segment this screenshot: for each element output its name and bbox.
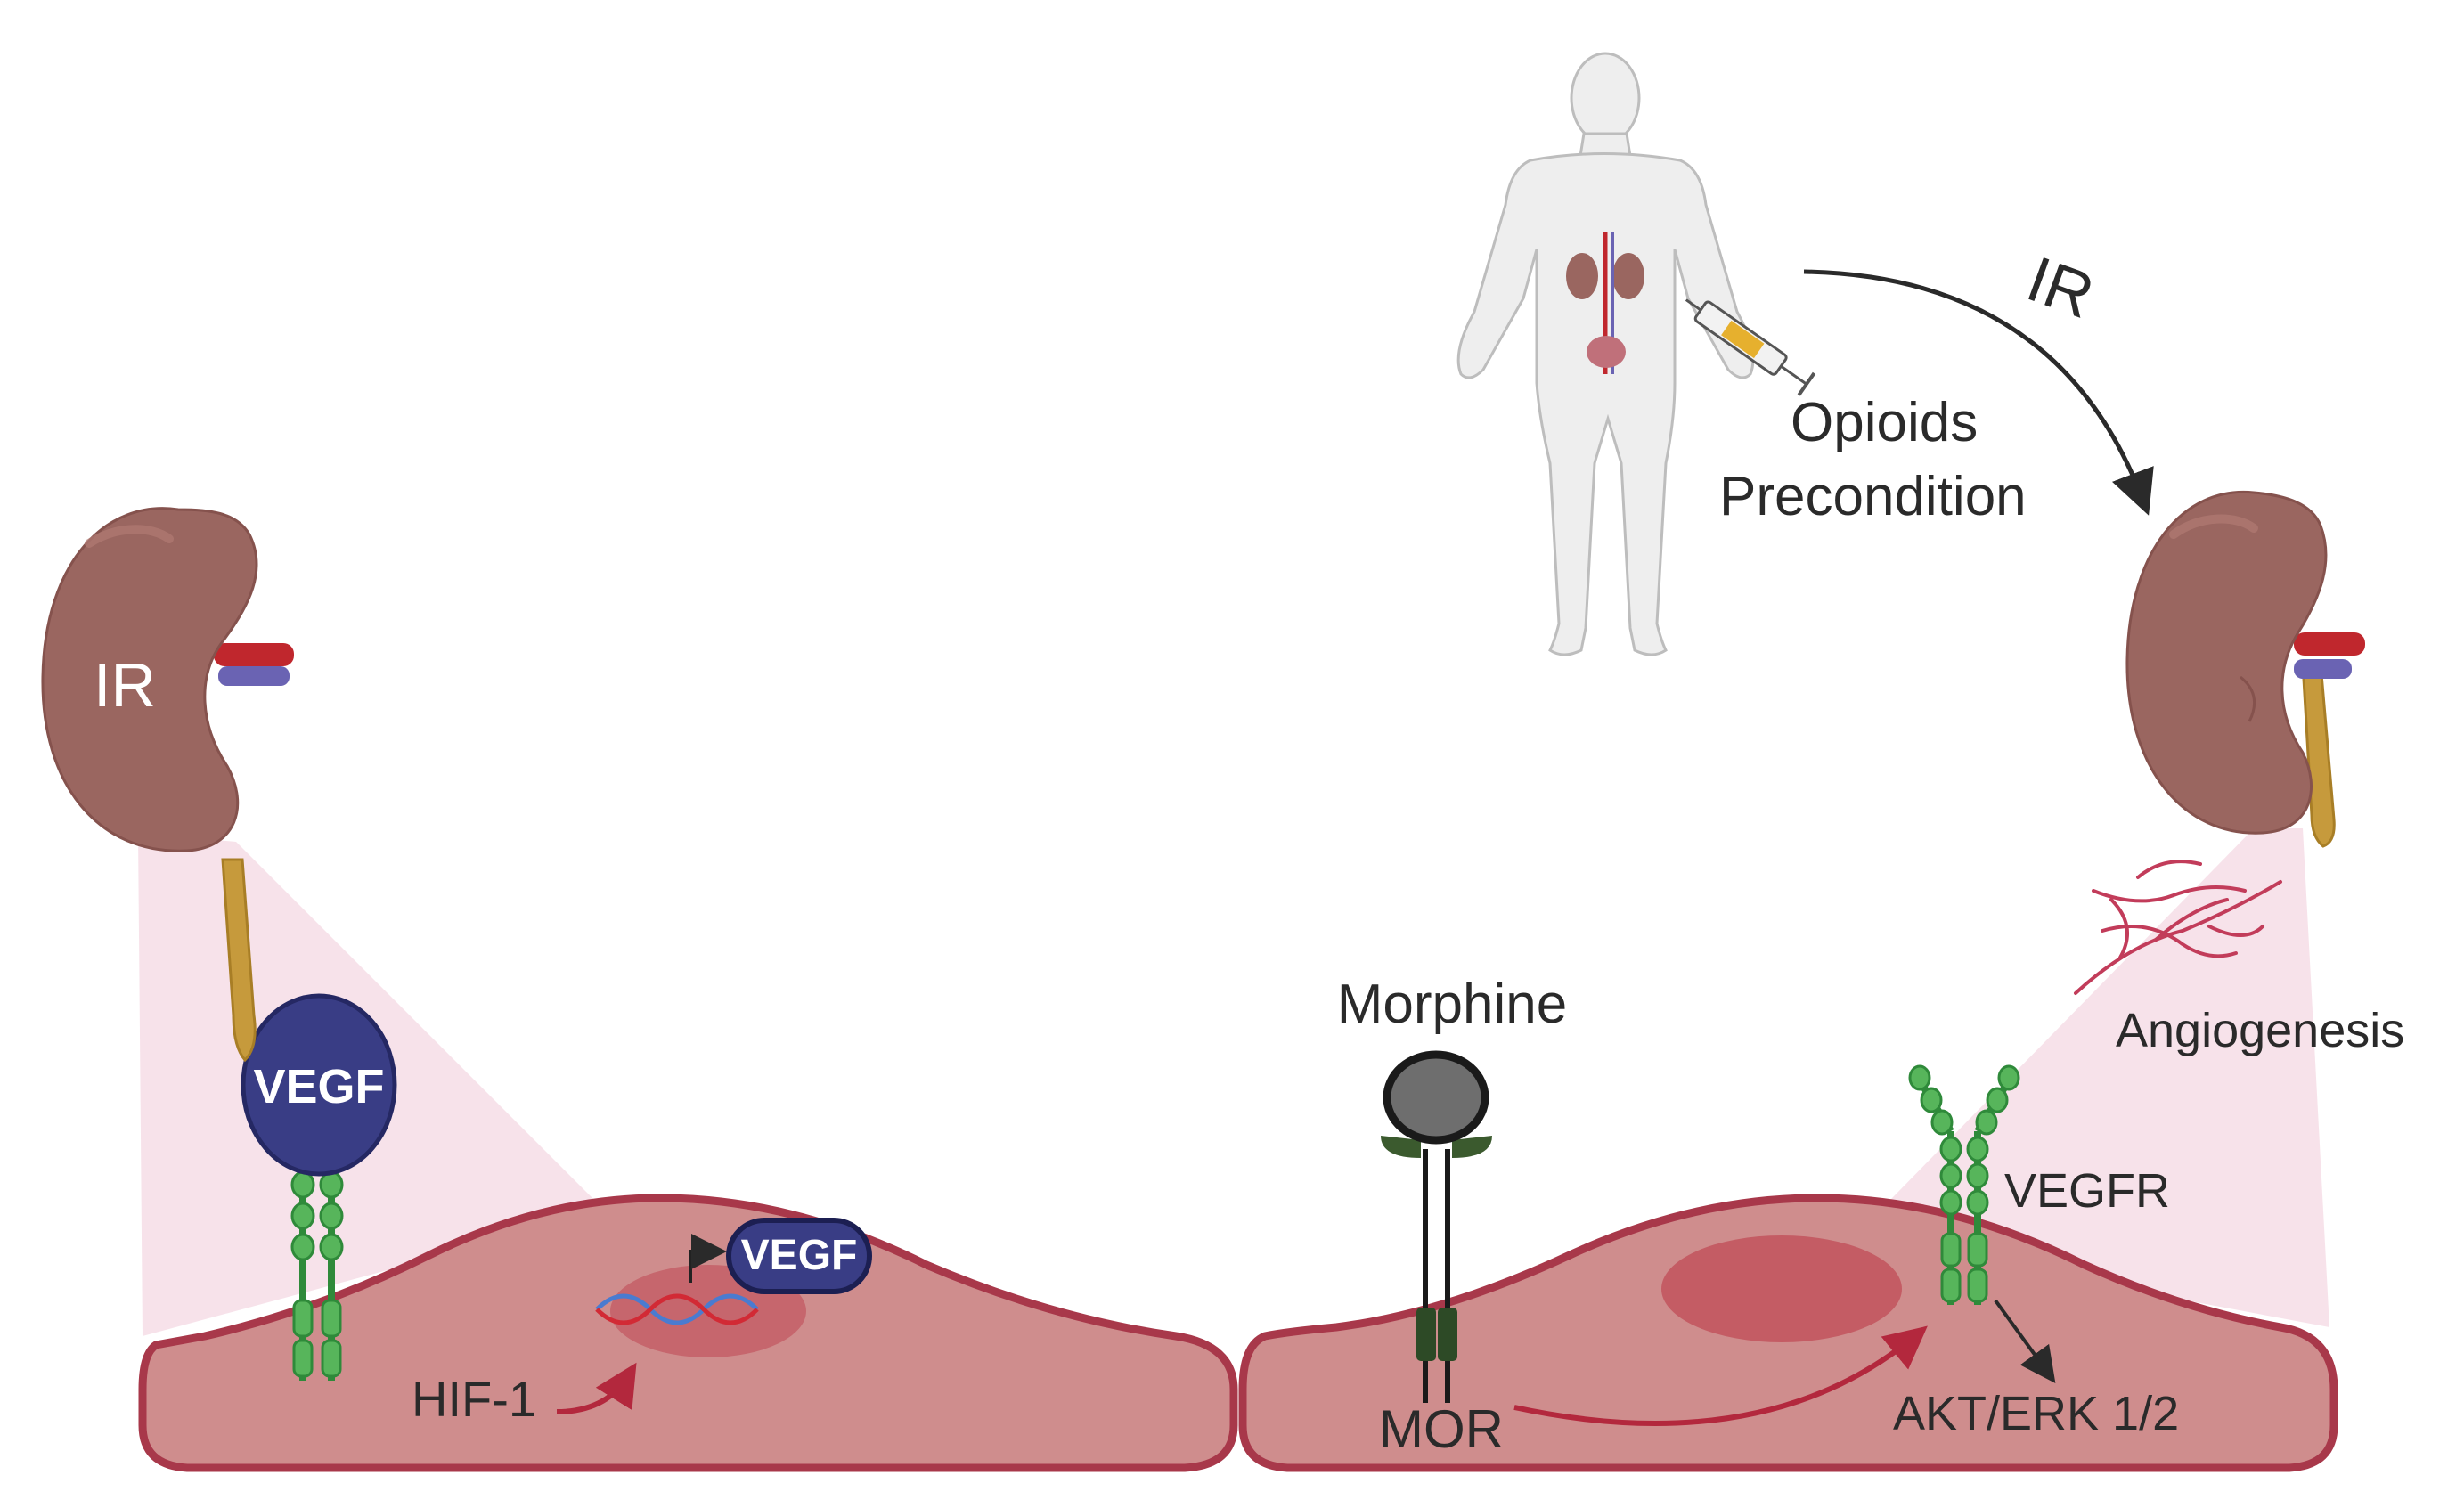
opioids-label: Opioids — [1791, 392, 1978, 453]
morphine-label: Morphine — [1337, 974, 1567, 1035]
vegf-ligand-label: VEGF — [253, 1060, 384, 1113]
precondition-label: Precondition — [1719, 466, 2027, 527]
body-organs — [1566, 232, 1644, 374]
hif1-arrow — [556, 1362, 637, 1414]
mor-to-nucleus-arrow — [1513, 1325, 1928, 1426]
mor-label: MOR — [1379, 1399, 1504, 1459]
vegfr-receptor — [1908, 1064, 2020, 1305]
ir-arrow-label: IR — [2018, 243, 2102, 332]
kidney-left-icon: IR — [41, 507, 294, 1063]
kidney-ir-label: IR — [94, 650, 156, 720]
human-body-icon — [1456, 52, 1755, 656]
hif1-label: HIF-1 — [412, 1371, 536, 1427]
vegfr-label: VEGFR — [2004, 1164, 2170, 1218]
mor-receptor — [1381, 1136, 1492, 1403]
vegfr-to-akt-arrow — [1994, 1299, 2056, 1383]
blood-vessels-icon — [2074, 860, 2282, 995]
vegf-nucleus-badge: VEGF — [726, 1218, 872, 1294]
vegf-nucleus-label: VEGF — [741, 1232, 858, 1279]
kidney-right-icon — [2125, 490, 2365, 848]
syringe-icon — [1685, 298, 1816, 396]
dna-helix-icon — [595, 1234, 759, 1325]
ir-curved-arrow — [1803, 269, 2154, 516]
akt-erk-label: AKT/ERK 1/2 — [1893, 1387, 2179, 1440]
morphine-molecule — [1383, 1050, 1489, 1145]
right-nucleus — [1661, 1235, 1902, 1342]
vegf-receptor-left — [290, 1139, 344, 1381]
angiogenesis-label: Angiogenesis — [2116, 1004, 2404, 1057]
vegf-ligand: VEGF — [241, 993, 397, 1177]
